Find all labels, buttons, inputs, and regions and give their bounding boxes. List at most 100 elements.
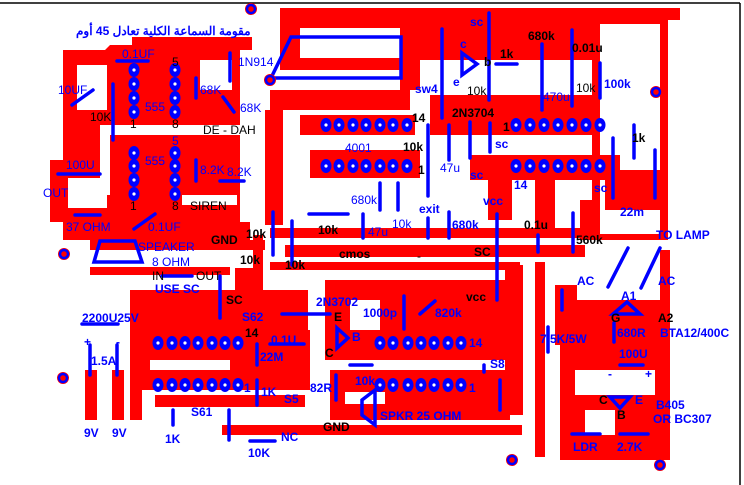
- pad-drill-hole: [170, 341, 174, 345]
- pad-drill-hole: [337, 123, 341, 127]
- label-680k: 680k: [351, 193, 378, 207]
- pad-drill-hole: [406, 383, 410, 387]
- label-use-sc: USE SC: [155, 282, 200, 296]
- pad-drill-hole: [542, 164, 546, 168]
- pad-drill-hole: [132, 151, 136, 155]
- pad-drill-hole: [351, 123, 355, 127]
- label-ic1: 555: [145, 100, 165, 114]
- pad-drill-hole: [432, 341, 436, 345]
- label-pin1: 1: [503, 120, 510, 134]
- pad-drill-hole: [584, 164, 588, 168]
- label-minus: -: [417, 249, 421, 263]
- label-diode: 1N914: [238, 55, 274, 69]
- pad-drill-hole: [324, 123, 328, 127]
- pad-drill-hole: [542, 123, 546, 127]
- label-22m: 22m: [620, 205, 644, 219]
- label-plus: +: [84, 335, 91, 349]
- pad-drill-hole: [419, 341, 423, 345]
- label-r1: 68K: [200, 83, 221, 97]
- label-siren: SIREN: [190, 199, 227, 213]
- pad-drill-hole: [528, 164, 532, 168]
- label-10k: 10k: [285, 258, 305, 272]
- label-01u: 0.1U: [271, 333, 296, 347]
- label-in: IN: [152, 269, 164, 283]
- label-out: OUT: [196, 269, 222, 283]
- label-sc: SC: [226, 293, 243, 307]
- label-speaker-ohm: 8 OHM: [152, 255, 190, 269]
- component-layer: [56, 11, 662, 443]
- pad-drill-hole: [132, 110, 136, 114]
- label-s5: S5: [284, 392, 299, 406]
- label-bta12: BTA12/400C: [660, 326, 729, 340]
- label-fuse: 1.5A: [91, 354, 117, 368]
- label-10k: 10k: [467, 84, 487, 98]
- label-pin14: 14: [412, 111, 426, 125]
- label-pin14: 14: [469, 336, 483, 350]
- pad-drill-hole: [391, 341, 395, 345]
- pad-drill-hole: [432, 383, 436, 387]
- label-1k: 1K: [165, 432, 181, 446]
- pad-drill-hole: [419, 383, 423, 387]
- pad-drill-hole: [378, 341, 382, 345]
- label-pin8b: 8: [172, 199, 179, 213]
- label-sc: sc: [495, 137, 509, 151]
- label-c3: 100U: [66, 158, 95, 172]
- pad-drill-hole: [156, 341, 160, 345]
- label-10k: 10K: [248, 446, 270, 460]
- label-4001: 4001: [345, 141, 372, 155]
- pad-drill-hole: [132, 82, 136, 86]
- label-speaker: SPEAKER: [138, 240, 195, 254]
- label-10k: 10k: [392, 217, 412, 231]
- label-470u: 470u: [543, 90, 570, 104]
- mounting-hole-ring: [650, 86, 662, 98]
- pad-drill-hole: [364, 164, 368, 168]
- pad-drill-hole: [132, 68, 136, 72]
- label-680k: 680k: [452, 218, 479, 232]
- pad-drill-hole: [446, 341, 450, 345]
- label-9v: 9V: [112, 426, 127, 440]
- label-ic2: 555: [145, 154, 165, 168]
- pad-drill-hole: [570, 164, 574, 168]
- pad-drill-hole: [173, 178, 177, 182]
- label-c2: 10UF: [58, 83, 87, 97]
- label-2n3704: 2N3704: [452, 106, 494, 120]
- label-sc: sc: [470, 168, 484, 182]
- mounting-hole-ring: [506, 454, 518, 466]
- label-r2: 68K: [240, 101, 261, 115]
- label-plus: +: [645, 367, 652, 381]
- label-r3: 10K: [90, 110, 111, 124]
- pad-drill-hole: [598, 164, 602, 168]
- pad-drill-hole: [223, 341, 227, 345]
- pad-drill-hole: [210, 341, 214, 345]
- pad-drill-hole: [598, 123, 602, 127]
- pad-drill-hole: [236, 383, 240, 387]
- pad-drill-hole: [173, 151, 177, 155]
- label-22m: 22M: [260, 350, 283, 364]
- pad-drill-hole: [378, 383, 382, 387]
- pad-drill-hole: [173, 68, 177, 72]
- label-a1: A1: [621, 289, 637, 303]
- label-1k: 1k: [632, 131, 646, 145]
- label-s61: S61: [191, 405, 213, 419]
- label-sw4: sw4: [415, 82, 438, 96]
- pad-drill-hole: [173, 82, 177, 86]
- label-2-7k: 2.7K: [617, 440, 643, 454]
- label-e: e: [453, 75, 460, 89]
- mounting-hole-ring: [58, 248, 70, 260]
- label-9v: 9V: [84, 426, 99, 440]
- label-r6: 37 OHM: [66, 220, 111, 234]
- pad-drill-hole: [170, 383, 174, 387]
- label-10k: 10k: [318, 223, 338, 237]
- label-c: c: [460, 37, 467, 51]
- label-gnd: GND: [323, 420, 350, 434]
- pad-drill-hole: [223, 383, 227, 387]
- pad-drill-hole: [236, 341, 240, 345]
- label-e: E: [334, 310, 342, 324]
- pad-drill-hole: [378, 123, 382, 127]
- label-exit: exit: [419, 202, 440, 216]
- label-ac: AC: [658, 274, 676, 288]
- label-1000p: 1000p: [363, 306, 397, 320]
- label-nc: NC: [281, 430, 299, 444]
- pad-drill-hole: [210, 383, 214, 387]
